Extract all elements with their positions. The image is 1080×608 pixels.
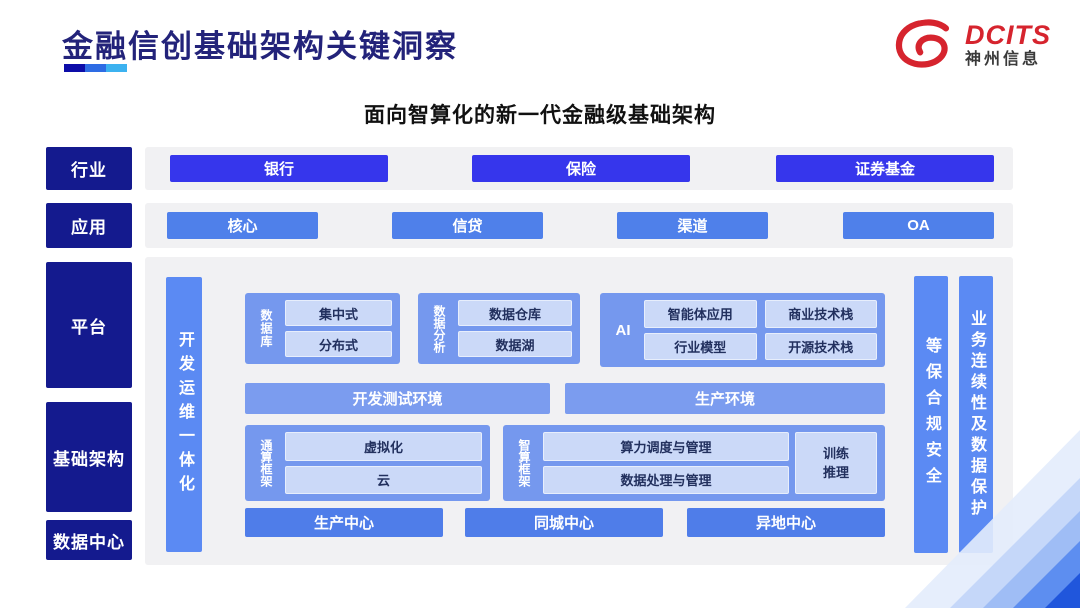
ai-item-agent-app: 智能体应用 [644,300,757,328]
database-group-label: 数据库 [259,309,273,348]
database-group: 数据库 集中式 分布式 [245,293,400,364]
dcits-logo: DCITS 神州信息 [892,19,1051,70]
general-compute-label: 通算框架 [259,439,273,487]
app-box-oa: OA [843,212,994,239]
dcits-swirl-icon [896,19,950,68]
intelligent-item-data-processing: 数据处理与管理 [543,465,789,494]
analytics-item-lake: 数据湖 [458,331,572,357]
ai-group-label: AI [615,321,631,339]
intelligent-compute-group: 智算框架 算力调度与管理 数据处理与管理 训练推理 [503,425,885,501]
ai-group: AI 智能体应用 商业技术栈 行业模型 开源技术栈 [600,293,885,367]
intelligent-item-train-inference: 训练推理 [795,432,877,494]
industry-box-insurance: 保险 [472,155,690,182]
train-inference-text: 训练推理 [822,445,849,481]
row-label-infrastructure: 基础架构 [46,402,132,512]
database-item-centralized: 集中式 [285,300,392,326]
logo-company-text: 神州信息 [965,50,1042,68]
analytics-group-label: 数据分析 [432,304,446,353]
analytics-item-warehouse: 数据仓库 [458,300,572,326]
ai-item-industry-model: 行业模型 [644,332,757,360]
security-compliance-bar: 等保合规安全 [914,276,948,553]
app-box-channel: 渠道 [617,212,768,239]
general-compute-group: 通算框架 虚拟化 云 [245,425,490,501]
row-label-industry: 行业 [46,147,132,190]
ai-item-open-source-stack: 开源技术栈 [764,332,877,360]
title-underline [64,64,127,72]
business-continuity-bar: 业务连续性及数据保护 [959,276,993,553]
intelligent-item-compute-scheduling: 算力调度与管理 [543,432,789,461]
diagram-title: 面向智算化的新一代金融级基础架构 [364,104,716,127]
analytics-group: 数据分析 数据仓库 数据湖 [418,293,580,364]
ai-item-commercial-stack: 商业技术栈 [764,300,877,328]
general-item-virtualization: 虚拟化 [285,432,482,461]
center-box-production: 生产中心 [245,508,443,537]
industry-box-bank: 银行 [170,155,388,182]
env-box-dev-test: 开发测试环境 [245,383,550,414]
intelligent-compute-label: 智算框架 [517,439,531,487]
center-box-remote: 异地中心 [687,508,885,537]
center-box-same-city: 同城中心 [465,508,663,537]
devops-bar: 开发运维一体化 [166,277,202,552]
underline-segment-dark [64,64,85,72]
underline-segment-mid [85,64,106,72]
row-label-platform: 平台 [46,262,132,388]
logo-brand-text: DCITS [965,20,1051,51]
env-box-production: 生产环境 [565,383,885,414]
app-box-core: 核心 [167,212,318,239]
app-box-credit: 信贷 [392,212,543,239]
underline-segment-light [106,64,127,72]
database-item-distributed: 分布式 [285,331,392,357]
row-label-application: 应用 [46,203,132,248]
row-label-data-center: 数据中心 [46,520,132,560]
general-item-cloud: 云 [285,465,482,494]
industry-box-securities: 证券基金 [776,155,994,182]
page-title: 金融信创基础架构关键洞察 [62,29,458,64]
